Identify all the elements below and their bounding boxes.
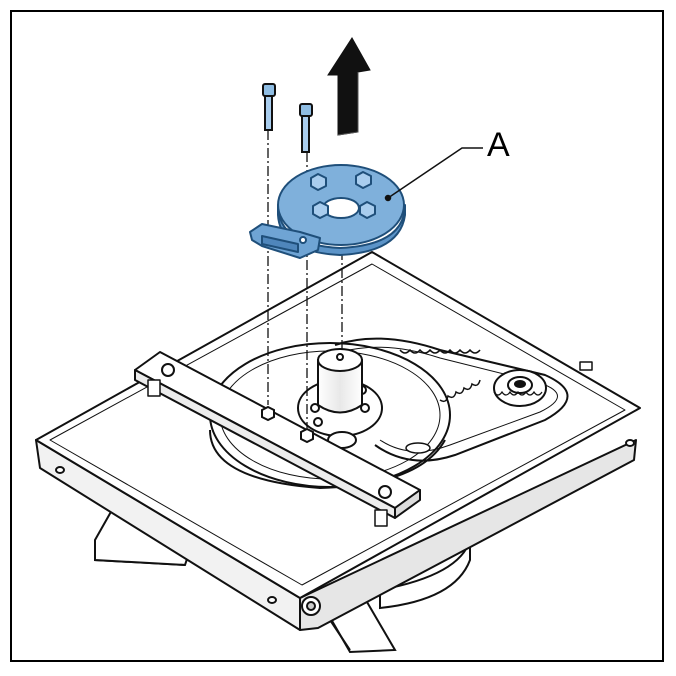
screw-left (262, 83, 276, 131)
lower-disc (379, 539, 471, 610)
up-arrow-icon (327, 37, 371, 136)
sprocket (493, 369, 547, 407)
hub-post (317, 348, 363, 414)
mounting-nuts (261, 405, 314, 444)
screw-right (299, 103, 313, 153)
callout-label-a: A (487, 126, 510, 164)
chain-loop (334, 337, 569, 462)
cross-bar (134, 351, 421, 527)
callout-leader-a (384, 147, 483, 202)
part-a-flange (249, 164, 406, 259)
